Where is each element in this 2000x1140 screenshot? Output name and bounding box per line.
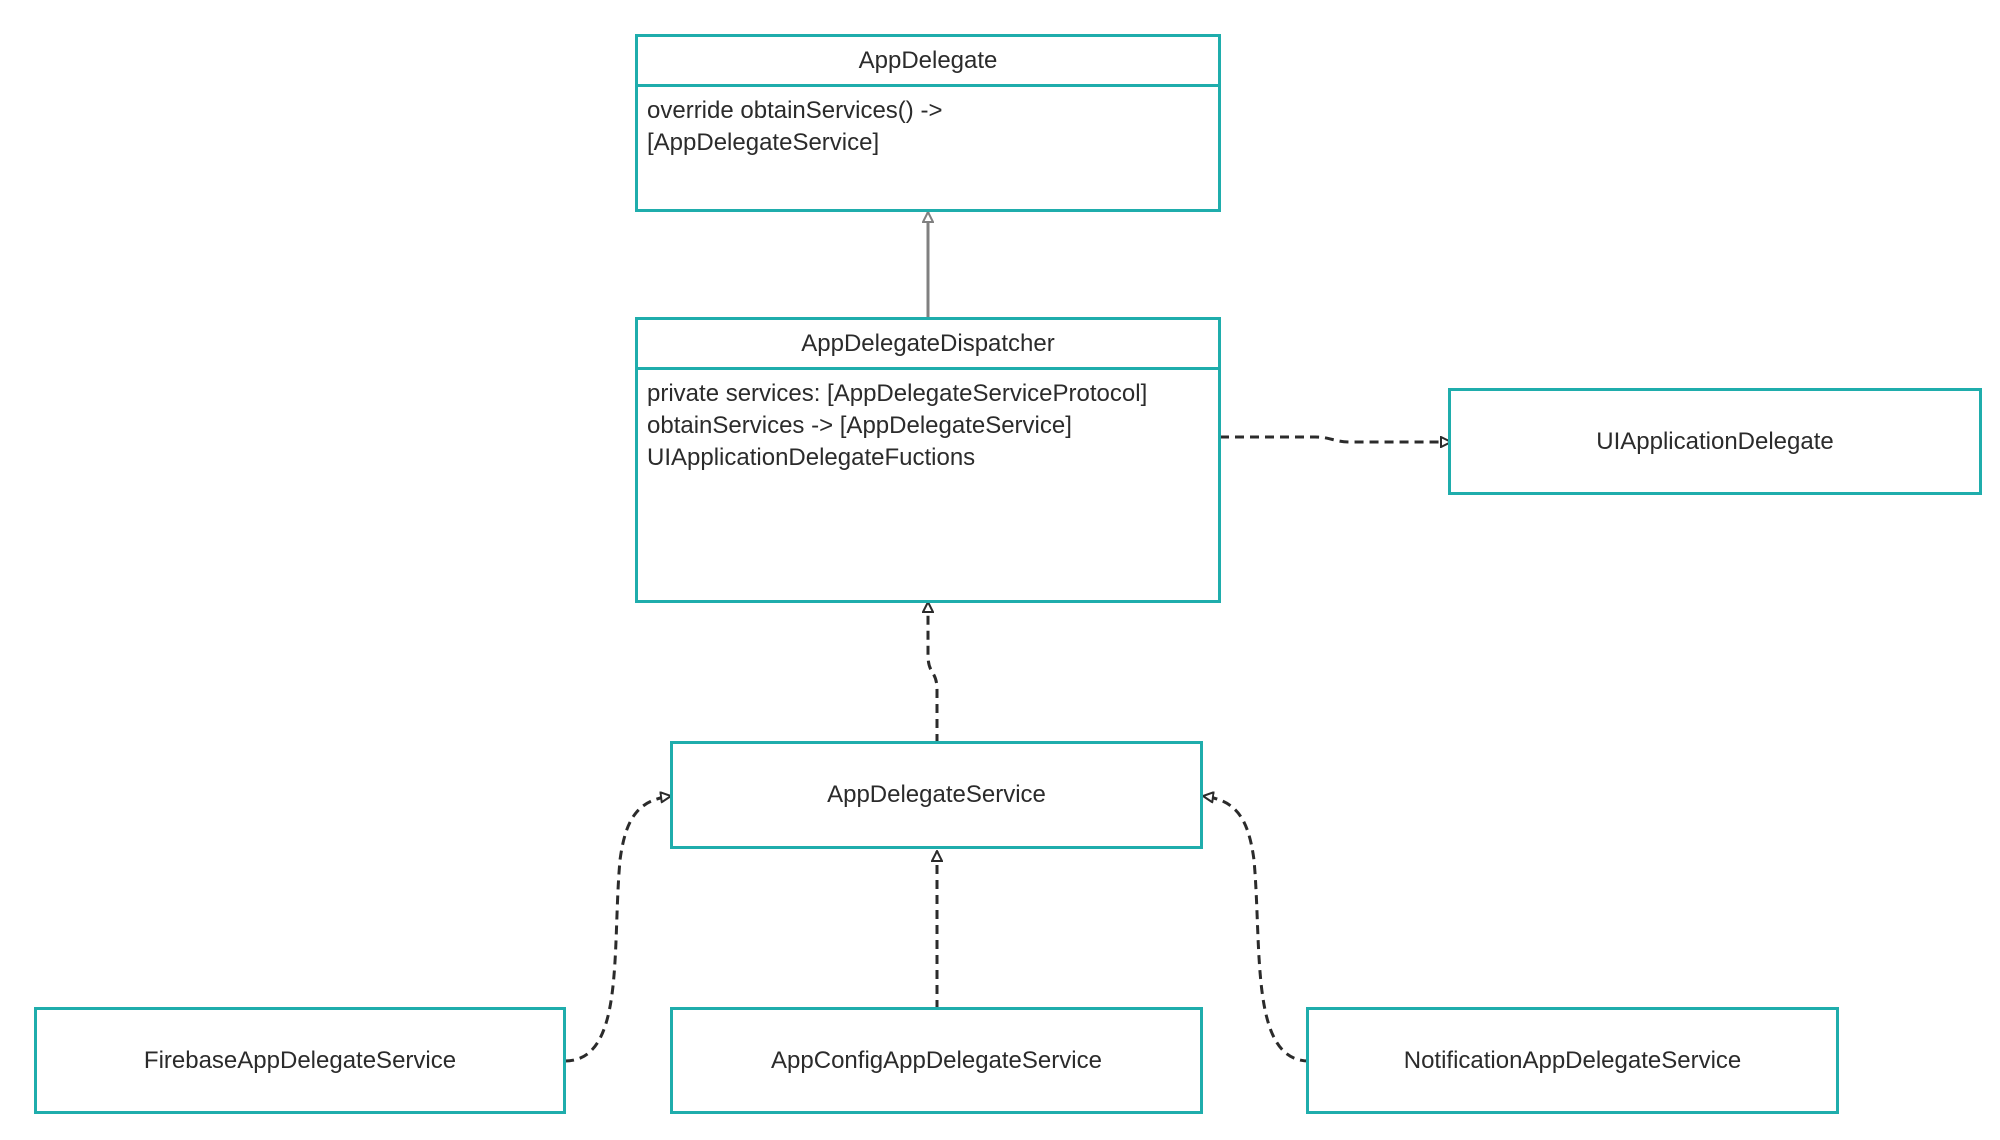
class-box-appdelegatedispatcher[interactable]: AppDelegateDispatcher private services: …	[635, 317, 1221, 603]
class-member: [AppDelegateService]	[647, 129, 880, 156]
class-box-appconfigappdelegateservice[interactable]: AppConfigAppDelegateService	[670, 1007, 1203, 1114]
class-member: private services: [AppDelegateServicePro…	[647, 380, 1148, 407]
realization-arrow-dispatcher-to-uiapplicationdelegate	[1220, 435, 1451, 442]
class-name: AppConfigAppDelegateService	[771, 1046, 1102, 1074]
class-box-firebaseappdelegateservice[interactable]: FirebaseAppDelegateService	[34, 1007, 566, 1114]
class-member: obtainServices -> [AppDelegateService]	[647, 412, 1072, 439]
class-name: AppDelegateDispatcher	[638, 320, 1218, 370]
class-name: AppDelegateService	[827, 781, 1046, 808]
class-name: NotificationAppDelegateService	[1403, 1046, 1742, 1074]
class-member: override obtainServices() ->	[647, 97, 943, 124]
realization-arrow-firebase-to-service	[564, 796, 671, 1063]
class-members: override obtainServices() -> [AppDelegat…	[638, 87, 1218, 167]
class-name: FirebaseAppDelegateService	[143, 1046, 457, 1074]
realization-arrow-service-to-dispatcher	[928, 602, 939, 743]
class-box-appdelegateservice[interactable]: AppDelegateService	[670, 741, 1203, 849]
class-box-appdelegate[interactable]: AppDelegate override obtainServices() ->…	[635, 34, 1221, 212]
class-box-notificationappdelegateservice[interactable]: NotificationAppDelegateService	[1306, 1007, 1839, 1114]
realization-arrow-notification-to-service	[1203, 796, 1310, 1063]
class-name: AppDelegate	[638, 37, 1218, 87]
class-box-uiapplicationdelegate[interactable]: UIApplicationDelegate	[1448, 388, 1982, 495]
class-members: private services: [AppDelegateServicePro…	[638, 370, 1218, 482]
class-name: UIApplicationDelegate	[1596, 427, 1834, 455]
class-member: UIApplicationDelegateFuctions	[647, 444, 976, 471]
